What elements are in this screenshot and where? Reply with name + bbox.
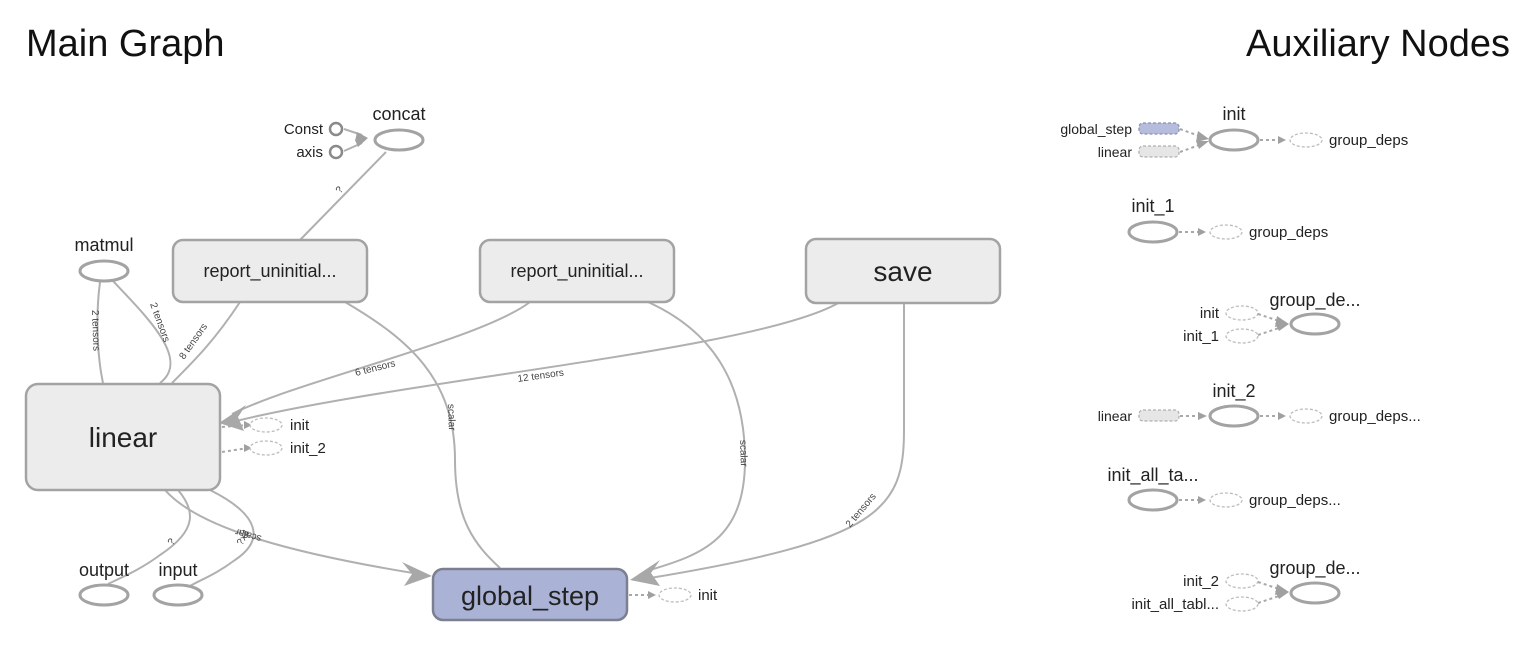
svg-text:init_1: init_1 (1131, 196, 1174, 217)
edge-save-gs (649, 302, 905, 579)
svg-text:scalar: scalar (445, 404, 457, 432)
edge-linear-input (189, 489, 255, 587)
svg-text:Const: Const (284, 121, 324, 138)
aux-nodes-title: Auxiliary Nodes (1246, 23, 1510, 65)
edge-report1-linear (171, 301, 241, 384)
node-report-uninitialized-2[interactable]: report_uninitial... (478, 238, 676, 304)
aux-init-group[interactable]: global_step linear init group_deps (1060, 104, 1408, 160)
linear-ctrl-init[interactable]: init (221, 417, 310, 434)
svg-text:linear: linear (89, 422, 157, 453)
svg-text:scalar: scalar (737, 440, 749, 468)
node-save[interactable]: save (804, 237, 1002, 305)
svg-text:init: init (1222, 104, 1245, 124)
svg-text:init_all_ta...: init_all_ta... (1107, 465, 1198, 486)
node-input[interactable]: input (152, 560, 204, 607)
edge-report1-gs (344, 301, 501, 569)
node-report-uninitialized-1[interactable]: report_uninitial... (171, 238, 369, 304)
svg-text:save: save (873, 256, 932, 287)
svg-text:group_deps...: group_deps... (1329, 408, 1421, 425)
svg-text:report_uninitial...: report_uninitial... (203, 261, 336, 282)
svg-text:?: ? (166, 536, 178, 548)
svg-text:linear: linear (1098, 144, 1133, 160)
svg-text:matmul: matmul (74, 235, 133, 255)
svg-text:init_2: init_2 (1183, 573, 1219, 590)
svg-text:group_de...: group_de... (1269, 558, 1360, 579)
edge-report2-gs (647, 301, 747, 571)
svg-text:init_2: init_2 (1212, 381, 1255, 402)
main-graph-title: Main Graph (26, 23, 225, 65)
node-const[interactable]: Const (284, 121, 344, 138)
node-axis[interactable]: axis (296, 144, 344, 161)
svg-text:init_all_tabl...: init_all_tabl... (1131, 596, 1219, 613)
edge-linear-output (107, 489, 191, 585)
edge-linear-gs (164, 489, 426, 576)
aux-group-deps-2[interactable]: init_2 init_all_tabl... group_de... (1131, 558, 1360, 613)
node-concat[interactable]: concat (372, 104, 426, 152)
svg-text:6 tensors: 6 tensors (354, 358, 397, 379)
svg-text:group_deps...: group_deps... (1249, 492, 1341, 509)
aux-group-deps-1[interactable]: init init_1 group_de... (1183, 290, 1360, 345)
aux-init-1-group[interactable]: init_1 group_deps (1127, 196, 1328, 244)
svg-text:concat: concat (372, 104, 425, 124)
svg-text:init: init (1200, 305, 1220, 322)
svg-text:global_step: global_step (1060, 121, 1132, 137)
svg-text:init_2: init_2 (290, 440, 326, 457)
svg-text:init_1: init_1 (1183, 328, 1219, 345)
node-global-step[interactable]: global_step (431, 567, 629, 622)
edge-save-linear (231, 301, 841, 423)
arrowheads (219, 132, 660, 586)
edge-concat-report1 (299, 151, 387, 241)
svg-text:init: init (698, 587, 718, 604)
aux-init-all-tables-group[interactable]: init_all_ta... group_deps... (1107, 465, 1341, 512)
aux-init-2-group[interactable]: linear init_2 group_deps... (1098, 381, 1421, 428)
node-linear[interactable]: linear (24, 382, 222, 492)
svg-text:output: output (79, 560, 129, 580)
svg-text:global_step: global_step (461, 581, 599, 611)
svg-text:report_uninitial...: report_uninitial... (510, 261, 643, 282)
linear-ctrl-init-2[interactable]: init_2 (221, 440, 326, 457)
svg-text:input: input (158, 560, 197, 580)
svg-text:?: ? (334, 184, 346, 196)
svg-text:group_deps: group_deps (1249, 224, 1328, 241)
svg-text:group_deps: group_deps (1329, 132, 1408, 149)
main-graph-edges (96, 128, 905, 587)
edge-matmul-linear-b (112, 280, 172, 384)
node-matmul[interactable]: matmul (74, 235, 134, 283)
svg-text:8 tensors: 8 tensors (177, 322, 210, 362)
svg-text:init: init (290, 417, 310, 434)
svg-text:2 tensors: 2 tensors (89, 310, 101, 351)
node-output[interactable]: output (78, 560, 130, 607)
global-step-ctrl-init[interactable]: init (629, 587, 718, 604)
edge-report2-linear (231, 301, 531, 415)
edge-matmul-linear-a (96, 281, 104, 384)
svg-text:linear: linear (1098, 408, 1133, 424)
svg-text:2 tensors: 2 tensors (844, 491, 879, 530)
svg-text:axis: axis (296, 144, 323, 161)
svg-text:group_de...: group_de... (1269, 290, 1360, 311)
